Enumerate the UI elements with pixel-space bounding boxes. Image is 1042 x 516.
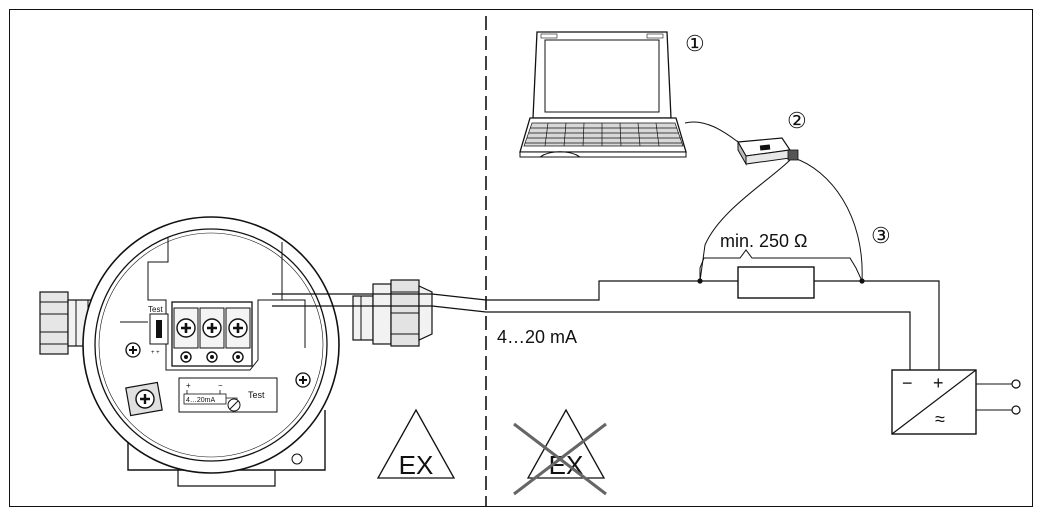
- ex-label-left: EX: [399, 450, 434, 480]
- modem-cable-loop-b: [793, 157, 863, 282]
- housing-inner-ring: [94, 228, 328, 462]
- wire-lower: [272, 305, 911, 370]
- test-label: Test: [248, 390, 265, 400]
- ex-warning-right-crossed: EX: [513, 408, 607, 496]
- right-cable-gland: [352, 279, 433, 347]
- resistor-label: min. 250 Ω: [720, 231, 808, 251]
- ex-warning-left: EX: [376, 408, 456, 480]
- transmitter-housing: Test + +: [39, 216, 433, 487]
- modem-cable-loop-a: [699, 159, 791, 282]
- psu-minus: −: [902, 373, 913, 393]
- terminal-2: [199, 307, 225, 363]
- psu-terminal-bottom: [1011, 405, 1021, 415]
- svg-text:+ +: + +: [151, 350, 160, 356]
- loop-wiring: [272, 121, 940, 370]
- ground-screw-right: [295, 372, 311, 388]
- current-label: 4…20 mA: [497, 327, 577, 347]
- psu-terminal-top: [1011, 379, 1021, 389]
- laptop-keyboard: [523, 122, 684, 147]
- svg-text:+: +: [186, 381, 191, 390]
- power-supply: − + ≈: [891, 369, 1021, 435]
- resistor-bracket: [699, 249, 863, 282]
- psu-ac-symbol: ≈: [935, 409, 945, 429]
- test-switch: Test + +: [148, 305, 169, 356]
- terminal-1: [173, 307, 199, 363]
- housing-screw: [291, 453, 303, 465]
- terminal-range-label: 4…20mA: [186, 397, 216, 404]
- test-socket: + − 4…20mA Test: [178, 377, 278, 413]
- svg-text:−: −: [218, 381, 223, 390]
- ground-terminal: [125, 381, 163, 417]
- laptop-icon: [519, 31, 687, 158]
- ground-screw-left: [125, 342, 141, 358]
- resistor: [737, 266, 815, 299]
- terminal-3: [225, 307, 251, 363]
- terminal-compartment: [147, 238, 283, 371]
- test-switch-label: Test: [148, 305, 163, 314]
- callout-2: ②: [787, 108, 807, 133]
- psu-plus: +: [933, 373, 944, 393]
- callout-3: ③: [871, 223, 891, 248]
- cross-line-b: [513, 422, 607, 496]
- diagram-frame: [9, 9, 1033, 507]
- terminal-block: [171, 301, 253, 367]
- wire-upper: [272, 280, 940, 370]
- callout-1: ①: [685, 31, 705, 56]
- modem-cable-pc: [684, 121, 739, 143]
- modem-icon: [737, 137, 799, 166]
